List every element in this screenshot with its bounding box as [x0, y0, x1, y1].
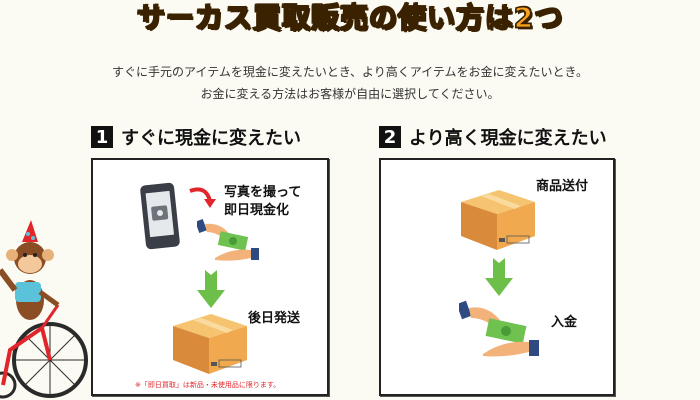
option-2-card: 商品送付 入金 — [379, 158, 615, 396]
cash-handover-icon — [197, 218, 259, 261]
option-1-title: すぐに現金に変えたい — [121, 128, 301, 149]
step-label: 入金 — [551, 315, 578, 330]
option-1-card: 写真を撮って 即日現金化 後日発送 ※「即日買取」は新品・未使用品に限ります。 — [91, 158, 329, 396]
option-number-badge: 1 — [91, 126, 113, 148]
option-1-heading: 1 すぐに現金に変えたい — [91, 124, 301, 150]
red-curved-arrow-icon — [189, 187, 216, 208]
cardboard-box-icon — [461, 190, 535, 250]
cardboard-box-icon — [173, 314, 247, 374]
cash-handover-icon — [459, 300, 539, 357]
monkey-on-unicycle-icon — [0, 220, 88, 399]
option-number-badge: 2 — [379, 126, 401, 148]
intro-line-1: すぐに手元のアイテムを現金に変えたいとき、より高くアイテムをお金に変えたいとき。 — [112, 65, 588, 79]
arrow-down-icon — [197, 270, 225, 308]
same-day-buyback-note: ※「即日買取」は新品・未使用品に限ります。 — [135, 381, 281, 389]
page-title: サーカス買取販売の使い方は2つ — [136, 0, 564, 35]
intro-line-2: お金に変える方法はお客様が自由に選択してください。 — [200, 87, 500, 101]
step-label: 商品送付 — [536, 179, 589, 194]
arrow-down-icon — [485, 258, 513, 296]
option-2-heading: 2 より高く現金に変えたい — [379, 124, 607, 150]
step-label: 後日発送 — [248, 311, 301, 326]
step-label: 写真を撮って 即日現金化 — [224, 185, 302, 218]
option-2-title: より高く現金に変えたい — [409, 128, 607, 149]
smartphone-camera-icon — [140, 182, 180, 250]
